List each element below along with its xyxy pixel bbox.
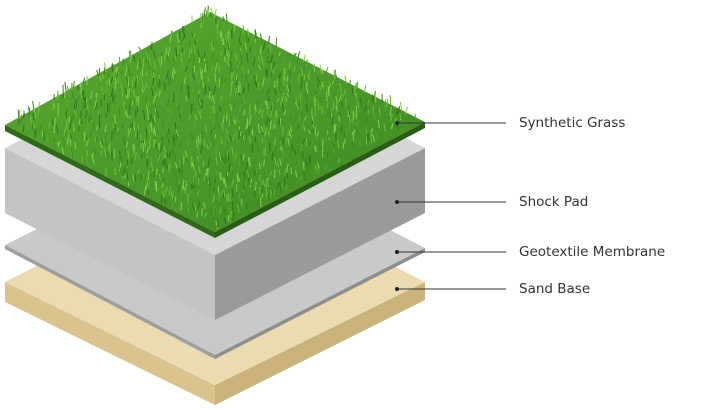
leader-dot [395, 287, 399, 291]
label-shock-pad: Shock Pad [519, 194, 589, 210]
label-sand-base: Sand Base [519, 281, 591, 297]
label-synthetic-grass: Synthetic Grass [519, 115, 626, 131]
leader-dot [395, 121, 399, 125]
leader-dot [395, 250, 399, 254]
leader-dot [395, 200, 399, 204]
leader-lines [395, 121, 506, 291]
synthetic-grass-layer [5, 5, 425, 238]
label-geotextile-membrane: Geotextile Membrane [519, 244, 666, 260]
